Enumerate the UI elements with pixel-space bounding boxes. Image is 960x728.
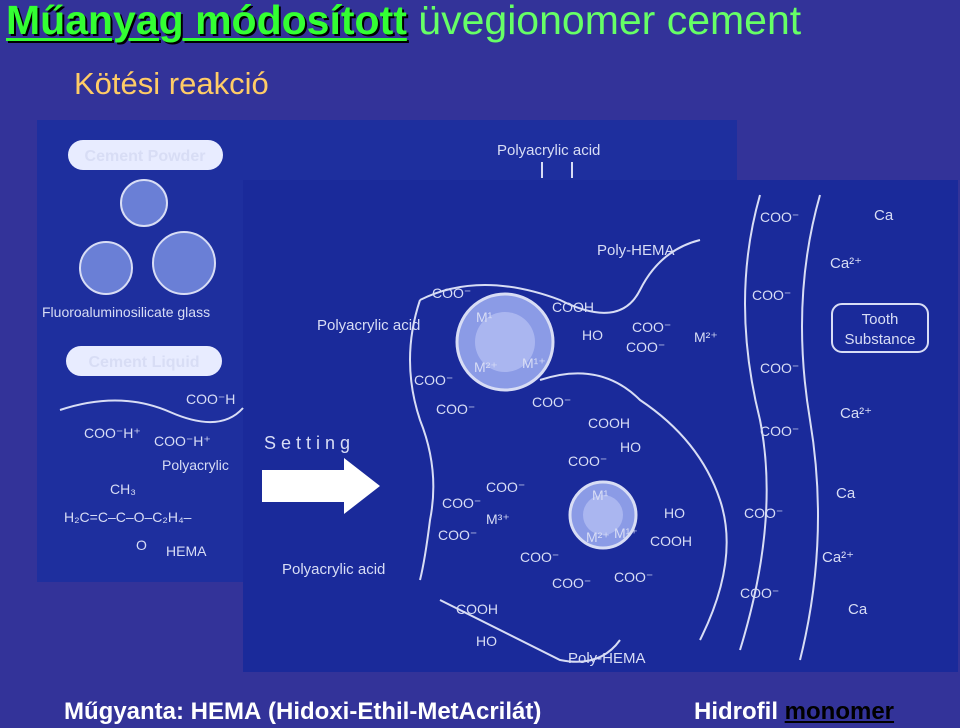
carboxylate-label: COO⁻ — [436, 401, 475, 417]
glass-label: Fluoroaluminosilicate glass — [42, 304, 210, 320]
oxygen-label: O — [136, 537, 147, 553]
polymer-chain — [539, 372, 728, 641]
cement-liquid-label: Cement Liquid — [88, 354, 199, 371]
setting-arrow — [262, 458, 380, 514]
cement-liquid-box — [66, 346, 222, 376]
poly-hema-bottom: Poly-HEMA — [568, 650, 646, 667]
carboxylate-label: COO⁻ — [744, 505, 783, 521]
caption-left: Műgyanta: HEMA (Hidoxi-Ethil-MetAcrilát) — [64, 698, 541, 726]
glass-particle — [79, 241, 133, 295]
setting-label: S e t t i n g — [264, 433, 350, 453]
carboxylate-label: COO⁻ — [486, 479, 525, 495]
coo-h-label: COO⁻H⁺ — [84, 425, 141, 441]
glass-core — [475, 312, 535, 372]
carboxyl-label: COOH — [650, 533, 692, 549]
coo-h-label: COO⁻H — [186, 391, 235, 407]
carboxylate-label: COO⁻ — [438, 527, 477, 543]
carboxylate-label: COO⁻ — [626, 339, 665, 355]
polyacrylic-label: Polyacrylic — [162, 457, 229, 473]
hydroxyl-label: HO — [664, 505, 685, 521]
carboxyl-label: COOH — [552, 299, 594, 315]
caption-rest: (Hidoxi-Ethil-MetAcrilát) — [268, 698, 542, 725]
carboxyl-label: COOH — [588, 415, 630, 431]
metal-ion-label: M²⁺ — [586, 529, 610, 545]
carboxylate-label: COO⁻ — [520, 549, 559, 565]
coo-h-label: COO⁻H⁺ — [154, 433, 211, 449]
carboxylate-label: COO⁻ — [568, 453, 607, 469]
metal-ion-label: M²⁺ — [694, 329, 718, 345]
calcium-ion-label: Ca²⁺ — [830, 255, 862, 272]
polymer-chain — [439, 599, 621, 663]
slide-subtitle: Kötési reakció — [74, 66, 269, 101]
carboxylate-label: COO⁻ — [532, 394, 571, 410]
calcium-label: Ca — [874, 207, 894, 224]
calcium-label: Ca — [848, 601, 868, 618]
substance-label: Substance — [845, 331, 916, 348]
hydroxyl-label: HO — [582, 327, 603, 343]
cement-powder-label: Cement Powder — [85, 148, 206, 165]
metal-ion-label: M¹⁺ — [522, 355, 546, 371]
hydroxyl-label: HO — [476, 633, 497, 649]
caption-right: Hidrofil monomer — [694, 698, 894, 726]
polymer-chain — [409, 299, 435, 581]
carboxylate-label: COO⁻ — [432, 285, 471, 301]
carboxylate-label: COO⁻ — [442, 495, 481, 511]
tooth-surface — [799, 194, 821, 661]
carboxylate-label: COO⁻ — [414, 372, 453, 388]
tooth-label: Tooth — [862, 311, 899, 328]
hydroxyl-label: HO — [620, 439, 641, 455]
calcium-ion-label: Ca²⁺ — [822, 549, 854, 566]
polymer-chain — [419, 239, 701, 314]
carboxylate-label: COO⁻ — [552, 575, 591, 591]
glass-particle — [152, 231, 216, 295]
glass-particle — [120, 179, 168, 227]
right-panel — [243, 180, 958, 672]
calcium-label: Ca — [836, 485, 856, 502]
carboxylate-label: COO⁻ — [760, 423, 799, 439]
metal-ion-label: M¹ — [476, 309, 493, 325]
carboxyl-label: COOH — [456, 601, 498, 617]
caption-bold: Műgyanta: HEMA — [64, 698, 262, 725]
metal-ion-label: M¹ — [592, 487, 609, 503]
poly-hema-top: Poly-HEMA — [597, 242, 675, 259]
tooth-substance-box — [831, 303, 929, 353]
hema-formula: H₂C=C–C–O–C₂H₄– — [64, 509, 192, 525]
hema-label: HEMA — [166, 543, 207, 559]
polymer-chain — [739, 194, 768, 651]
carboxylate-label: COO⁻ — [632, 319, 671, 335]
monomer-label: monomer — [784, 698, 895, 725]
polyacrylic-acid-top: Polyacrylic acid — [497, 142, 600, 159]
carboxylate-label: COO⁻ — [614, 569, 653, 585]
polyacrylic-acid-label: Polyacrylic acid — [317, 317, 420, 334]
polyacrylic-acid-label: Polyacrylic acid — [282, 561, 385, 578]
polymer-chain — [59, 399, 244, 423]
title-rest: üvegionomer cement — [418, 0, 802, 43]
slide-title: Műanyag módosított üvegionomer cement — [6, 0, 801, 44]
metal-ion-label: M²⁺ — [474, 359, 498, 375]
metal-ion-label: M³⁺ — [486, 511, 510, 527]
hydrophilic-label: Hidrofil — [694, 698, 778, 725]
ch3-label: CH₃ — [110, 481, 136, 497]
carboxylate-label: COO⁻ — [740, 585, 779, 601]
title-bold: Műanyag módosított — [6, 0, 407, 43]
glass-core — [583, 495, 623, 535]
carboxylate-label: COO⁻ — [760, 209, 799, 225]
cement-powder-box — [68, 140, 223, 170]
metal-ion-label: M¹⁺ — [614, 525, 638, 541]
carboxylate-label: COO⁻ — [752, 287, 791, 303]
carboxylate-label: COO⁻ — [760, 360, 799, 376]
calcium-ion-label: Ca²⁺ — [840, 405, 872, 422]
